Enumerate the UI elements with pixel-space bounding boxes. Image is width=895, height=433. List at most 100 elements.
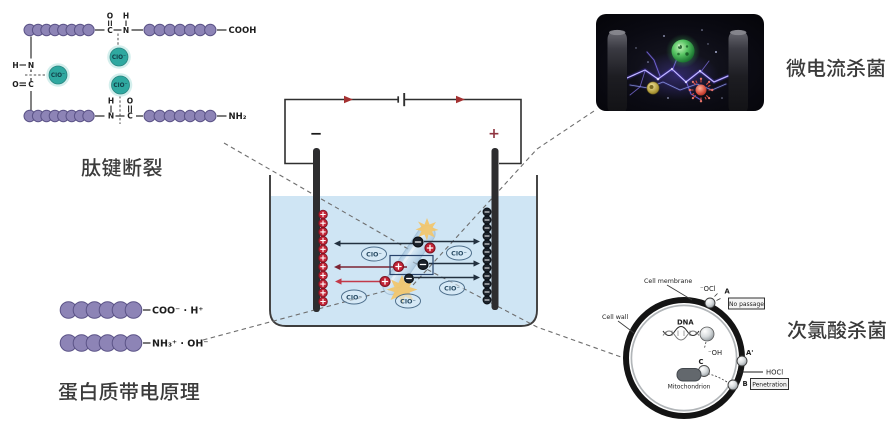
microcurrent-label <box>786 58 885 78</box>
clo-bubble <box>361 246 387 262</box>
atom-o: O <box>107 12 113 21</box>
atom-c: C <box>28 80 34 89</box>
site-a-label: A <box>725 288 731 296</box>
cluster-ions <box>379 236 436 288</box>
oh-label: ⁻OH <box>708 349 722 357</box>
coo-formula: COO⁻ · H⁺ <box>152 306 203 317</box>
peptide-diagram: O H C N H N O C H O N C COOH NH₂ ClO⁻ Cl… <box>12 12 256 177</box>
arrowhead <box>737 370 742 374</box>
dna-particle <box>699 326 715 342</box>
a-prime-particle <box>736 355 748 367</box>
svg-text:ClO⁻: ClO⁻ <box>51 73 65 79</box>
connector-cell-to-bacteria-diagram <box>412 261 622 358</box>
nh3-formula: NH₃⁺ · OH⁻ <box>152 339 208 350</box>
photo-sparkles <box>635 29 723 99</box>
amino-acid-bead <box>124 334 143 352</box>
cell-wall-ring <box>623 297 745 419</box>
amino-acid-bead <box>204 23 217 37</box>
clo-bubble <box>446 245 472 261</box>
peptide-chain-beads <box>23 23 217 123</box>
oh-dashed-arrow <box>704 341 707 349</box>
red-virus <box>688 77 714 103</box>
amino-acid-bead <box>82 109 95 123</box>
atom-o: O <box>12 80 18 89</box>
amino-acid-bead <box>204 109 217 123</box>
bead-chain <box>143 109 217 123</box>
clo-bubbles: ClO⁻ ClO⁻ ClO⁻ ClO⁻ ClO⁻ <box>341 245 472 309</box>
hocl-label: HOCl <box>766 369 783 377</box>
current-arrow-right <box>456 95 465 104</box>
protein-charge-diagram: COO⁻ · H⁺ NH₃⁺ · OH⁻ <box>58 301 208 401</box>
peptide-cleavage-label <box>81 158 162 177</box>
clo-ion: ClO⁻ <box>46 63 70 87</box>
penetration-callout: Penetration <box>750 378 789 390</box>
svg-text:ClO⁻: ClO⁻ <box>112 55 126 61</box>
atom-c: C <box>107 26 113 35</box>
clo-ion: ClO⁻ <box>107 45 131 69</box>
atom-h: H <box>108 97 114 106</box>
ocl-label: ⁻OCl <box>700 285 716 293</box>
atom-n: N <box>123 26 129 35</box>
clo-ion: ClO⁻ <box>108 73 133 97</box>
circuit: − + <box>284 93 522 165</box>
svg-text:ClO⁻: ClO⁻ <box>400 297 416 305</box>
anode-sign: + <box>488 126 500 142</box>
site-c-label: C <box>699 358 704 366</box>
clo-bubble <box>439 280 465 296</box>
atom-n: N <box>28 61 34 70</box>
connector-cell-to-photo <box>412 108 598 286</box>
hypochlorous-label <box>787 320 886 340</box>
peptide-bonds <box>19 20 227 124</box>
cell-membrane-label: Cell membrane <box>644 278 692 285</box>
svg-text:ClO⁻: ClO⁻ <box>346 293 362 301</box>
cell-wall-label: Cell wall <box>602 314 629 321</box>
mitochondrion <box>676 368 702 382</box>
mitochondrion-label: Mitochondrion <box>668 384 711 391</box>
anode-electrode <box>491 148 499 310</box>
cathode-ion-column <box>318 209 328 307</box>
deflection-ticks <box>714 293 721 301</box>
svg-text:ClO⁻: ClO⁻ <box>451 249 467 257</box>
hypochlorite-ions: ClO⁻ ClO⁻ ClO⁻ <box>46 45 133 97</box>
connector-protein-to-cell <box>202 286 401 341</box>
green-virus <box>666 34 700 68</box>
beaker <box>269 175 538 327</box>
no-passage-callout: No passage <box>728 297 765 310</box>
clo-bubble <box>395 293 421 309</box>
burst-top <box>415 218 439 241</box>
penetration-path-dashes <box>708 373 728 383</box>
microcurrent-photo <box>596 14 885 111</box>
site-a-prime-label: A' <box>746 349 753 357</box>
peptide-atoms: O H C N H N O C H O N C COOH NH₂ <box>12 12 256 123</box>
cathode-sign: − <box>310 125 323 143</box>
cell-membrane-leader <box>666 284 693 301</box>
atom-h: H <box>12 61 18 70</box>
bead-chain <box>23 23 95 37</box>
nh2-label: NH₂ <box>229 112 247 122</box>
dna-helix <box>662 325 700 341</box>
photo-electrode-right <box>728 29 748 111</box>
bead-chain <box>59 334 143 352</box>
penetration-label: Penetration <box>752 381 787 388</box>
b-particle <box>727 379 739 391</box>
atom-h: H <box>123 12 129 21</box>
site-b-label: B <box>743 380 748 388</box>
atom-o: O <box>127 97 133 106</box>
no-passage-label: No passage <box>729 301 764 308</box>
amino-acid-bead <box>124 301 143 319</box>
svg-text:ClO⁻: ClO⁻ <box>113 83 127 89</box>
amino-acid-bead <box>82 23 95 37</box>
atom-n: N <box>108 112 114 121</box>
bead-chain <box>143 23 217 37</box>
ocl-particle-a <box>704 297 716 309</box>
svg-text:ClO⁻: ClO⁻ <box>444 284 460 292</box>
yellow-cell <box>646 81 660 95</box>
clo-bubble <box>341 289 367 305</box>
photo-electrode-left <box>607 29 627 111</box>
bead-chain <box>23 109 95 123</box>
atom-c: C <box>127 112 133 121</box>
dna-label: DNA <box>677 319 694 327</box>
svg-text:ClO⁻: ClO⁻ <box>366 250 382 258</box>
cooh-label: COOH <box>229 26 257 36</box>
